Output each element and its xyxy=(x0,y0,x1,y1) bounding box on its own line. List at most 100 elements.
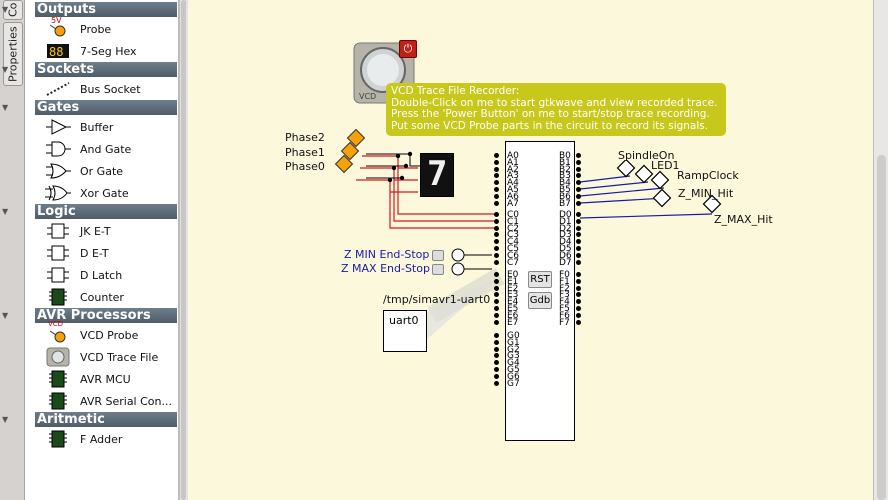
zmaxhit-label: Z_MAX_Hit xyxy=(714,213,773,226)
panel-scrollbar[interactable] xyxy=(179,0,188,500)
chip-pin-right: D5 xyxy=(559,244,572,254)
category-collapse-icon[interactable]: ▼ xyxy=(2,103,9,112)
category-collapse-icon[interactable]: ▼ xyxy=(2,65,9,74)
pin-dot-icon xyxy=(576,173,581,179)
pin-dot-icon xyxy=(576,319,581,325)
chip-pin-left: E1 xyxy=(507,276,519,287)
category-header[interactable]: AVR Processors xyxy=(35,308,177,323)
component-item[interactable]: F Adder xyxy=(44,429,122,449)
component-item[interactable]: And Gate xyxy=(44,139,131,159)
chip-pin-left: C1 xyxy=(507,216,520,227)
chip-pin-left: A2 xyxy=(507,164,519,175)
phase0-probe-icon xyxy=(334,154,354,174)
chip-pin-right: F4 xyxy=(559,297,570,308)
category-collapse-icon[interactable]: ▼ xyxy=(2,207,9,216)
component-item[interactable]: AVR Serial Con... xyxy=(44,391,172,411)
component-item[interactable]: VCD Probe xyxy=(44,325,138,345)
uart-name: uart0 xyxy=(389,314,419,327)
rst-button[interactable]: RST xyxy=(528,271,552,288)
xor-gate-icon xyxy=(44,183,72,203)
chip-pin-left: E7 xyxy=(507,317,519,328)
zmax-switch[interactable] xyxy=(432,264,444,275)
pin-dot-icon xyxy=(494,278,499,284)
component-label: AVR MCU xyxy=(80,372,131,386)
pin-dot-icon xyxy=(494,246,499,251)
vcd-trace-device[interactable]: VCD ⏻ xyxy=(353,40,417,104)
category-collapse-icon[interactable]: ▼ xyxy=(2,415,9,424)
phase2-label: Phase2 xyxy=(285,131,325,144)
component-item[interactable]: Xor Gate xyxy=(44,183,129,203)
pin-dot-icon xyxy=(576,153,581,158)
chip-pin-left: A5 xyxy=(507,185,519,195)
chip-pin-left: C0 xyxy=(507,210,520,220)
tooltip-line: VCD Trace File Recorder: xyxy=(391,85,520,97)
category-header[interactable]: Aritmetic xyxy=(35,412,177,427)
d-latch-icon xyxy=(44,265,72,285)
chip-pin-left: A7 xyxy=(507,198,519,209)
chip-pin-right: B1 xyxy=(559,157,571,168)
pin-dot-icon xyxy=(494,292,499,298)
chip-pin-left: E5 xyxy=(507,304,519,314)
component-item[interactable]: D E-T xyxy=(44,243,109,263)
uart-terminal[interactable]: uart0 xyxy=(383,310,427,352)
chip-icon xyxy=(44,429,72,449)
component-item[interactable]: D Latch xyxy=(44,265,122,285)
spindleon-probe-icon xyxy=(616,160,636,178)
chip-pin-right: F0 xyxy=(559,270,570,280)
component-item[interactable]: Probe xyxy=(44,19,111,39)
category-header[interactable]: Sockets xyxy=(35,62,177,77)
component-item[interactable]: VCD Trace File xyxy=(44,347,158,367)
pin-dot-icon xyxy=(576,299,581,305)
chip-pin-left: E4 xyxy=(507,297,519,308)
chip-pin-left: G3 xyxy=(507,351,520,362)
component-item[interactable]: Counter xyxy=(44,287,124,307)
seven-seg-display[interactable]: 7 xyxy=(420,153,454,197)
pin-dot-icon xyxy=(576,200,581,206)
category-header[interactable]: Gates xyxy=(35,100,177,115)
component-item[interactable]: Or Gate xyxy=(44,161,123,181)
component-item[interactable]: AVR MCU xyxy=(44,369,131,389)
chip-pin-left: E6 xyxy=(507,310,519,321)
category-collapse-icon[interactable]: ▼ xyxy=(2,5,9,14)
canvas-scroll-thumb[interactable] xyxy=(877,155,886,500)
pin-dot-icon xyxy=(576,306,581,311)
component-item[interactable]: JK E-T xyxy=(44,221,111,241)
category-collapse-icon[interactable]: ▼ xyxy=(2,311,9,320)
component-item[interactable]: Bus Socket xyxy=(44,79,141,99)
pin-dot-icon xyxy=(576,193,581,199)
led1-probe-icon xyxy=(634,164,654,184)
pin-dot-icon xyxy=(576,166,581,172)
chip-pin-left: C4 xyxy=(507,237,520,248)
chip-pin-left: E3 xyxy=(507,290,519,301)
chip-pin-left: E0 xyxy=(507,270,519,280)
chip-pin-right: D3 xyxy=(559,230,572,241)
and-gate-icon xyxy=(44,139,72,159)
component-item[interactable]: Buffer xyxy=(44,117,113,137)
tooltip-line: Double-Click on me to start gtkwave and … xyxy=(391,96,718,109)
component-label: And Gate xyxy=(80,142,132,156)
pin-dot-icon xyxy=(494,353,499,359)
chip-pin-left: C7 xyxy=(507,257,520,268)
svg-text:88: 88 xyxy=(49,45,63,59)
uart-path-label: /tmp/simavr1-uart0 xyxy=(383,293,491,306)
pin-dot-icon xyxy=(576,278,581,284)
power-button-icon[interactable]: ⏻ xyxy=(399,40,417,58)
pin-dot-icon xyxy=(576,218,581,224)
d-flipflop-icon xyxy=(44,243,72,263)
zmin-switch[interactable] xyxy=(432,250,444,261)
canvas-scrollbar[interactable] xyxy=(873,0,888,500)
panel-scroll-thumb[interactable] xyxy=(181,0,186,500)
category-header[interactable]: Logic xyxy=(35,204,177,219)
component-label: F Adder xyxy=(80,432,123,446)
gdb-button[interactable]: Gdb xyxy=(528,292,552,309)
spindleon-label: SpindleOn xyxy=(618,149,675,162)
component-label: VCD Trace File xyxy=(80,350,159,364)
component-label: VCD Probe xyxy=(80,328,139,342)
chip-pin-right: D1 xyxy=(559,216,572,227)
pin-dot-icon xyxy=(494,380,499,386)
avr-mcu-chip[interactable]: RST Gdb xyxy=(505,141,575,441)
category-header[interactable]: Outputs xyxy=(35,2,177,17)
rampclock-probe-icon xyxy=(650,170,670,190)
